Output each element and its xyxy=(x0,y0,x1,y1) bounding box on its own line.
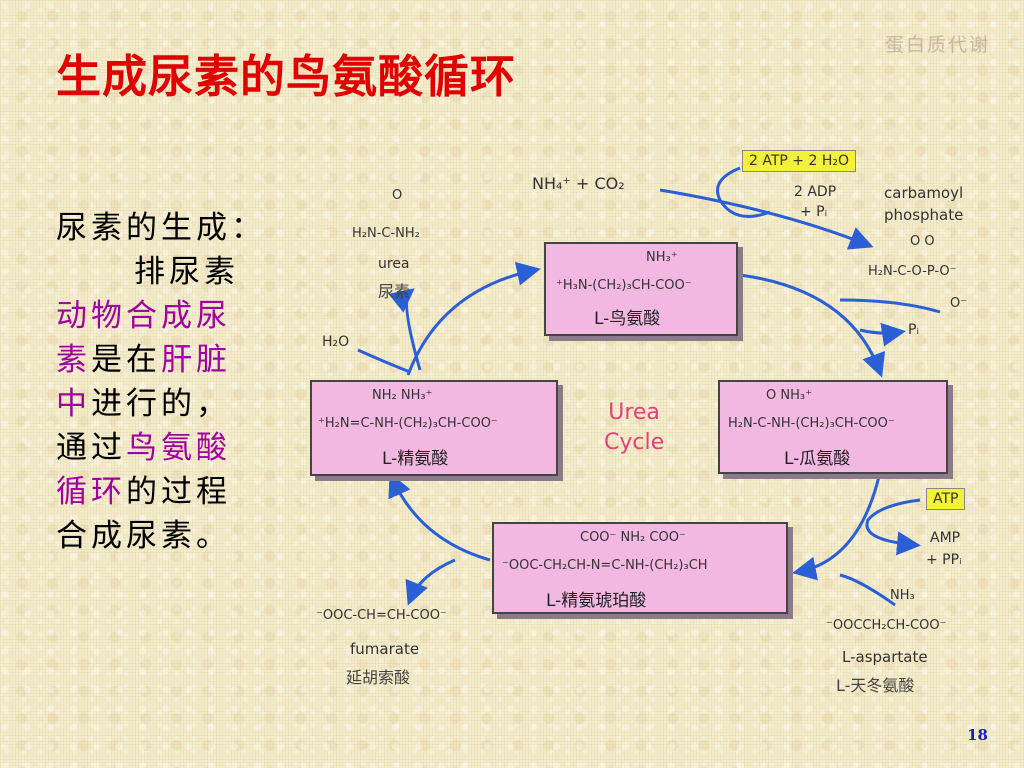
arrow-fum-out xyxy=(405,558,456,606)
urea-name-cn: 尿素 xyxy=(378,282,411,301)
body-text: 尿素的生成： 排尿素 动物合成尿 素是在肝脏 中进行的， 通过鸟氨酸 循环的过程… xyxy=(56,206,266,558)
cycle-label-1: Urea xyxy=(608,400,660,425)
arrow-orn-to-cit xyxy=(739,273,886,378)
text-line-5b: 进行的， xyxy=(91,386,231,422)
text-line-4b: 是在 xyxy=(91,342,161,378)
text-line-4: 素是在肝脏 xyxy=(56,338,266,382)
amp-label: AMP xyxy=(930,530,961,546)
pi-label: Pᵢ xyxy=(908,322,919,338)
text-line-1: 尿素的生成： xyxy=(56,210,266,246)
urea-formula-top: O xyxy=(392,188,403,203)
text-line-4c: 肝脏 xyxy=(161,342,231,378)
adp2-label: 2 ADP xyxy=(794,184,837,200)
arrow-pi-out xyxy=(859,322,906,347)
carbamoyl-formula-bottom: O⁻ xyxy=(950,296,968,311)
citrulline-formula: H₂N-C-NH-(CH₂)₃CH-COO⁻ xyxy=(728,416,895,431)
arrow-cp-in xyxy=(839,298,941,314)
text-line-3: 动物合成尿 xyxy=(56,298,231,334)
aspartate-formula-top: NH₃ xyxy=(890,588,915,603)
asa-formula-top: COO⁻ NH₂ COO⁻ xyxy=(580,530,686,545)
fumarate-name-cn: 延胡索酸 xyxy=(346,668,411,687)
arginine-box: NH₂ NH₃⁺ ⁺H₂N=C-NH-(CH₂)₃CH-COO⁻ L-精氨酸 xyxy=(310,380,558,476)
ornithine-formula: ⁺H₃N-(CH₂)₃CH-COO⁻ xyxy=(556,278,692,293)
text-line-6a: 通过 xyxy=(56,430,126,466)
slide-topic: 蛋白质代谢 xyxy=(884,34,990,56)
arrow-urea-out xyxy=(388,288,422,371)
argininosuccinate-box: COO⁻ NH₂ COO⁻ ⁻OOC-CH₂CH-N=C-NH-(CH₂)₃CH… xyxy=(492,522,788,614)
carbamoyl-label-1: carbamoyl xyxy=(884,184,964,202)
cycle-label-2: Cycle xyxy=(604,430,665,455)
h2o-label: H₂O xyxy=(322,334,350,350)
arrow-cit-to-asa xyxy=(792,471,882,581)
page-number: 18 xyxy=(967,726,988,744)
arrow-arg-to-orn xyxy=(406,261,541,376)
ornithine-box: NH₃⁺ ⁺H₃N-(CH₂)₃CH-COO⁻ L-鸟氨酸 xyxy=(544,242,738,336)
arrow-asa-to-arg xyxy=(388,472,491,562)
text-line-7a: 循环 xyxy=(56,474,126,510)
arrow-atp2 xyxy=(716,166,771,218)
carbamoyl-formula-top: O O xyxy=(910,234,935,249)
urea-name: urea xyxy=(378,256,410,272)
carbamoyl-formula: H₂N-C-O-P-O⁻ xyxy=(868,264,957,279)
cycle-label: Urea Cycle xyxy=(604,398,664,458)
asa-formula: ⁻OOC-CH₂CH-N=C-NH-(CH₂)₃CH xyxy=(502,558,708,573)
text-line-2: 排尿素 xyxy=(134,254,239,290)
aspartate-formula: ⁻OOCCH₂CH-COO⁻ xyxy=(826,618,947,633)
atp2-box: 2 ATP + 2 H₂O xyxy=(742,150,856,172)
carbamoyl-label-2: phosphate xyxy=(884,206,964,224)
text-line-7: 循环的过程 xyxy=(56,470,266,514)
text-line-5a: 中 xyxy=(56,386,91,422)
fumarate-formula: ⁻OOC-CH=CH-COO⁻ xyxy=(316,608,447,623)
arginine-name: L-精氨酸 xyxy=(382,449,449,469)
aspartate-name-cn: L-天冬氨酸 xyxy=(836,676,915,695)
aspartate-name: L-aspartate xyxy=(842,648,928,666)
nh4-co2-label: NH₄⁺ + CO₂ xyxy=(532,174,625,193)
fumarate-name: fumarate xyxy=(350,640,420,658)
text-line-6: 通过鸟氨酸 xyxy=(56,426,266,470)
arrow-atp xyxy=(865,498,921,556)
pi-plus-label: + Pᵢ xyxy=(800,204,828,220)
ornithine-formula-top: NH₃⁺ xyxy=(646,250,678,265)
arrow-nh4-to-cp xyxy=(659,188,874,250)
citrulline-formula-top: O NH₃⁺ xyxy=(766,388,812,403)
citrulline-name: L-瓜氨酸 xyxy=(784,449,851,469)
urea-formula: H₂N-C-NH₂ xyxy=(352,226,420,241)
text-line-7b: 的过程 xyxy=(126,474,231,510)
ppi-label: + PPᵢ xyxy=(926,552,962,568)
citrulline-box: O NH₃⁺ H₂N-C-NH-(CH₂)₃CH-COO⁻ L-瓜氨酸 xyxy=(718,380,948,474)
text-line-8: 合成尿素。 xyxy=(56,518,231,554)
arrow-h2o-in xyxy=(357,348,411,374)
text-line-5: 中进行的， xyxy=(56,382,266,426)
asa-name: L-精氨琥珀酸 xyxy=(546,591,647,611)
arginine-formula-top: NH₂ NH₃⁺ xyxy=(372,388,433,403)
text-line-4a: 素 xyxy=(56,342,91,378)
arginine-formula: ⁺H₂N=C-NH-(CH₂)₃CH-COO⁻ xyxy=(318,416,498,431)
atp-box: ATP xyxy=(926,488,966,510)
text-line-6b: 鸟氨酸 xyxy=(126,430,231,466)
slide-title: 生成尿素的鸟氨酸循环 xyxy=(56,50,517,103)
ornithine-name: L-鸟氨酸 xyxy=(594,309,661,329)
arrow-asp-in xyxy=(839,573,896,607)
